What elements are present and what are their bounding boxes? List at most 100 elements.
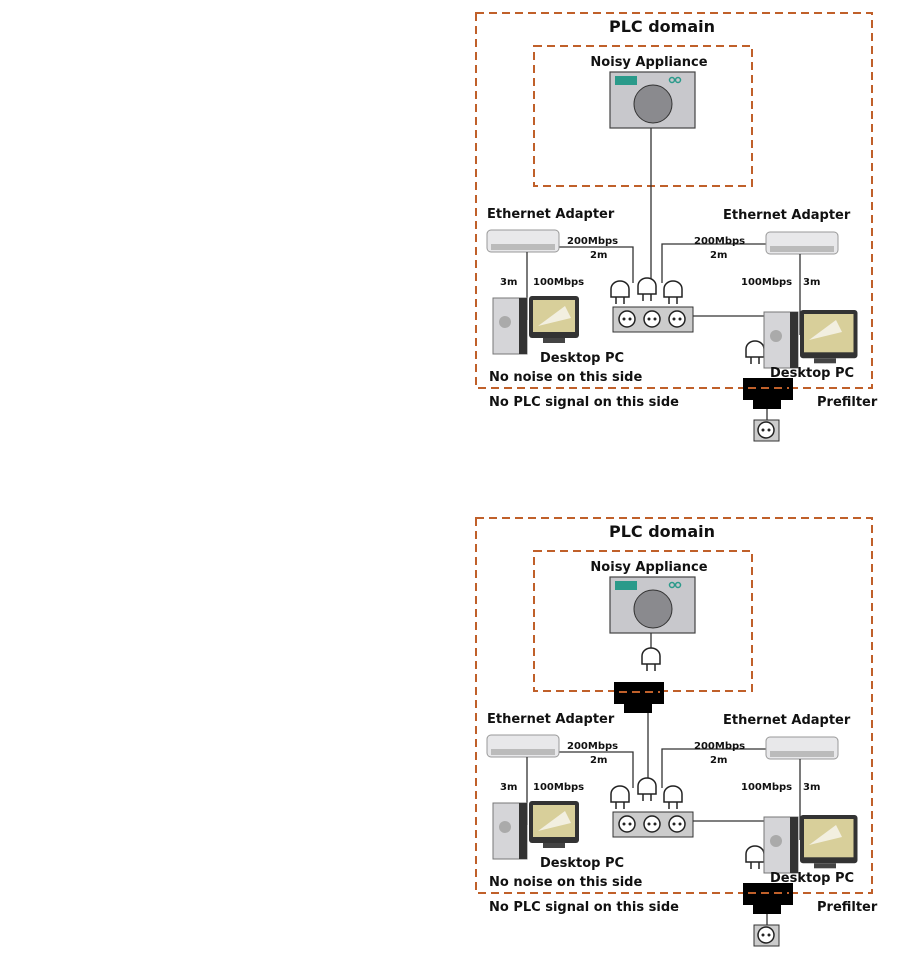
appliance-plug-icon bbox=[641, 647, 661, 671]
prefilter-neck bbox=[624, 704, 652, 713]
appliance-knob bbox=[674, 76, 682, 84]
desktop-pc-right-icon bbox=[763, 815, 858, 874]
desktop-pc-right-icon bbox=[763, 310, 858, 369]
appliance-knob bbox=[674, 581, 682, 589]
ethernet-adapter-left-icon bbox=[486, 229, 560, 253]
tower-vent bbox=[770, 330, 782, 342]
appliance-panel bbox=[615, 76, 637, 85]
tower-side bbox=[790, 312, 798, 368]
socket-hole bbox=[622, 822, 626, 826]
cable bbox=[661, 748, 770, 788]
prefilter-label: Prefilter bbox=[817, 395, 878, 410]
ethernet-adapter-left-label: Ethernet Adapter bbox=[487, 712, 615, 727]
ethernet-adapter-right-icon bbox=[765, 231, 839, 255]
ethernet-adapter-left-icon bbox=[486, 734, 560, 758]
left-eth-rate: 100Mbps bbox=[533, 277, 584, 288]
strip-plug-icon bbox=[637, 777, 657, 801]
left-eth-length: 3m bbox=[500, 782, 517, 793]
desktop-pc-left-label: Desktop PC bbox=[540, 351, 624, 366]
cable bbox=[693, 315, 776, 345]
ethernet-adapter-right-icon bbox=[765, 736, 839, 760]
right-eth-rate: 100Mbps bbox=[741, 277, 792, 288]
prefilter-label: Prefilter bbox=[817, 900, 878, 915]
socket-icon bbox=[668, 815, 686, 833]
desktop-pc-left-label: Desktop PC bbox=[540, 856, 624, 871]
wall-socket-icon bbox=[753, 419, 780, 442]
plug-body bbox=[637, 277, 657, 295]
socket-icon bbox=[643, 815, 661, 833]
no-noise-label: No noise on this side bbox=[489, 370, 642, 385]
washing-machine-icon bbox=[609, 71, 696, 129]
plug-body bbox=[663, 280, 683, 298]
socket-hole bbox=[672, 317, 676, 321]
left-eth-rate: 100Mbps bbox=[533, 782, 584, 793]
socket-hole bbox=[647, 822, 651, 826]
power-strip-icon bbox=[612, 306, 694, 333]
monitor-stand bbox=[543, 338, 565, 343]
plug-body bbox=[663, 785, 683, 803]
appliance-panel bbox=[615, 581, 637, 590]
strip-plug-icon bbox=[610, 785, 630, 809]
socket-hole bbox=[653, 822, 657, 826]
right-eth-length: 3m bbox=[803, 782, 820, 793]
prefilter-plug-icon bbox=[745, 340, 765, 364]
monitor-stand bbox=[543, 843, 565, 848]
left-plc-rate: 200Mbps bbox=[567, 236, 618, 247]
desktop-pc-left-icon bbox=[492, 801, 579, 860]
appliance-drum bbox=[633, 589, 673, 629]
no-plc-signal-label: No PLC signal on this side bbox=[489, 900, 679, 915]
socket-icon bbox=[668, 310, 686, 328]
socket-hole bbox=[767, 933, 771, 937]
strip-plug-icon bbox=[610, 280, 630, 304]
cable bbox=[693, 820, 776, 850]
right-plc-rate: 200Mbps bbox=[694, 236, 745, 247]
adapter-base bbox=[491, 244, 555, 250]
socket-hole bbox=[628, 317, 632, 321]
socket-hole bbox=[622, 317, 626, 321]
plc-domain-title: PLC domain bbox=[609, 17, 715, 36]
left-eth-length: 3m bbox=[500, 277, 517, 288]
appliance-drum bbox=[633, 84, 673, 124]
noisy-appliance-box bbox=[533, 550, 753, 692]
plug-body bbox=[745, 845, 765, 863]
socket-hole bbox=[761, 933, 765, 937]
prefilter-plug-icon bbox=[745, 845, 765, 869]
right-eth-rate: 100Mbps bbox=[741, 782, 792, 793]
monitor-stand bbox=[814, 358, 836, 364]
screen-art bbox=[538, 306, 571, 326]
adapter-base bbox=[770, 751, 834, 757]
socket-icon bbox=[618, 815, 636, 833]
socket-icon bbox=[757, 926, 775, 944]
socket-icon bbox=[618, 310, 636, 328]
no-noise-label: No noise on this side bbox=[489, 875, 642, 890]
wall-socket-icon bbox=[753, 924, 780, 947]
prefilter-neck bbox=[753, 400, 781, 409]
plug-body bbox=[610, 280, 630, 298]
power-strip-icon bbox=[612, 811, 694, 838]
appliance-knob bbox=[668, 581, 676, 589]
screen-art bbox=[538, 811, 571, 831]
appliance-knob bbox=[668, 76, 676, 84]
noisy-appliance-box bbox=[533, 45, 753, 187]
prefilter-icon bbox=[743, 883, 793, 914]
desktop-pc-right-label: Desktop PC bbox=[770, 366, 854, 381]
right-plc-rate: 200Mbps bbox=[694, 741, 745, 752]
socket-hole bbox=[647, 317, 651, 321]
plc-domain-box bbox=[475, 12, 873, 389]
adapter-base bbox=[491, 749, 555, 755]
adapter-base bbox=[770, 246, 834, 252]
left-plc-length: 2m bbox=[590, 755, 607, 766]
no-plc-signal-label: No PLC signal on this side bbox=[489, 395, 679, 410]
noisy-appliance-label: Noisy Appliance bbox=[590, 55, 707, 70]
socket-hole bbox=[653, 317, 657, 321]
socket-hole bbox=[672, 822, 676, 826]
right-eth-length: 3m bbox=[803, 277, 820, 288]
socket-hole bbox=[761, 428, 765, 432]
plug-body bbox=[745, 340, 765, 358]
left-plc-length: 2m bbox=[590, 250, 607, 261]
tower-vent bbox=[770, 835, 782, 847]
ethernet-adapter-left-label: Ethernet Adapter bbox=[487, 207, 615, 222]
